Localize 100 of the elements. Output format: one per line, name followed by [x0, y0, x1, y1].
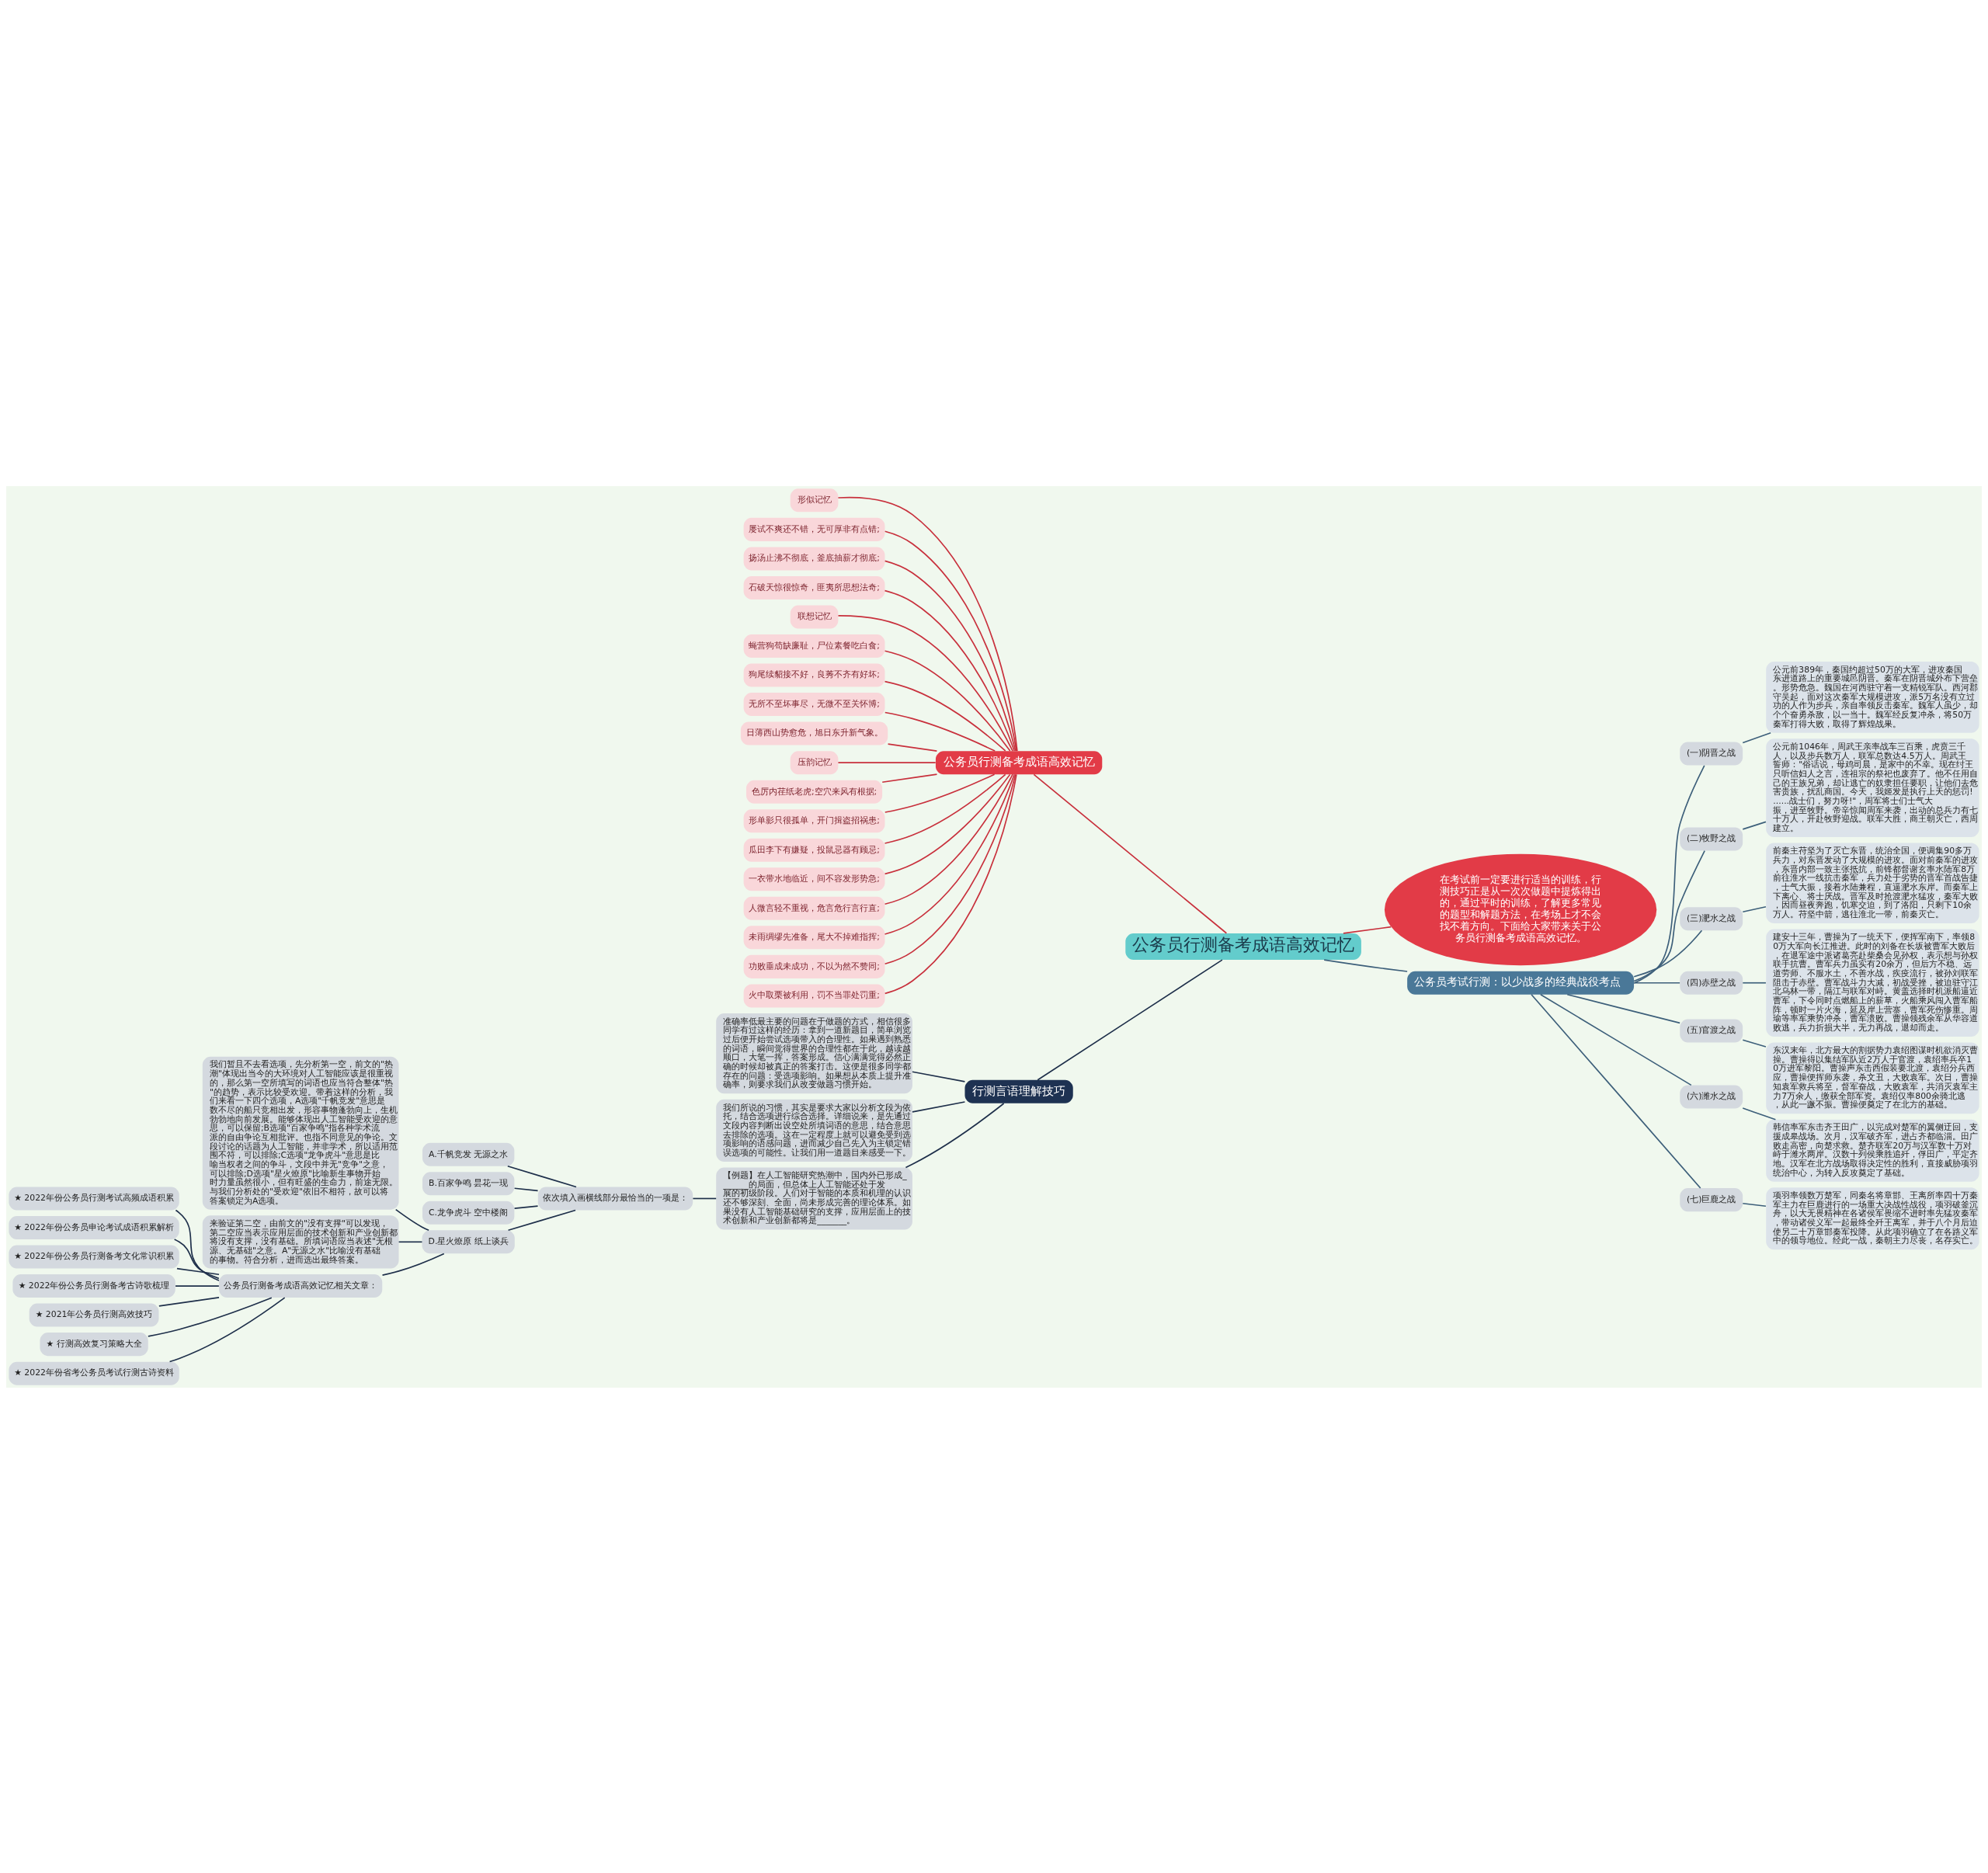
node-box: 人微言轻不重视，危言危行言行直; — [743, 896, 885, 920]
connector — [884, 680, 1006, 752]
node-box: 功败垂成未成功，不以为然不赞同; — [743, 954, 885, 978]
connector — [1343, 926, 1392, 934]
connector — [692, 1197, 717, 1199]
connector — [1742, 731, 1771, 743]
connector — [905, 1102, 1005, 1168]
node-box: (一)阴晋之战 — [1680, 741, 1743, 765]
connector — [1033, 773, 1228, 934]
node-box: 火中取栗被利用，罚不当罪处罚重; — [743, 983, 885, 1007]
connector — [1742, 905, 1767, 912]
connector — [1323, 958, 1408, 972]
connector — [1037, 958, 1223, 1081]
node-box: (七)巨鹿之战 — [1680, 1187, 1743, 1211]
connector — [884, 589, 1016, 752]
connector — [381, 1253, 445, 1276]
connector — [169, 1296, 286, 1362]
connector — [912, 1100, 966, 1113]
connector — [837, 761, 937, 763]
connector — [513, 1204, 539, 1209]
connector — [884, 649, 1011, 752]
node-ellipse: 在考试前一定要进行适当的训练，行测技巧正是从一次次做题中提炼得出的，通过平时的训练，了解更多常见的题型和解题方法，在考场上才不会找不着方向。下面给大家带来关于公务员行测备考成语高效记忆。 — [1384, 853, 1657, 965]
node-box: 韩信率军东击齐王田广，以完成对楚军的翼侧迂回，支援成皋战场。次月，汉军破齐军，进占齐都临淄。田广败走高密，向楚求救。楚齐联军20万与汉军数十万对峙于潍水两岸。汉数十列侯乘胜追歼，俘田广，平定齐地。汉军在北方战场取得决定性的胜利，直接威胁项羽统治中心，为转入反攻奠定了基础。 — [1766, 1119, 1979, 1182]
node-box: 公元前1046年，周武王亲率战车三百乘，虎贲三千人，以及步兵数万人，联军总数达4.5万人。周武王誓师："俗话说，母鸡司晨，是家中的不幸。现在纣王只听信妇人之言，连祖宗的祭祀也废弃了。他不任用自己的王族兄弟，却让逃亡的奴隶担任要职，让他们去危害贵族，扰乱商国。今天，我姬发是执行上天的惩罚!......战士们，努力呀!"，周军将士们士气大振，进至牧野。帝辛惊闻周军来袭，出动的总兵力有七十万人，开赴牧野迎战。联军大胜，商王朝灭亡，西周建立。 — [1766, 738, 1979, 837]
node-box: ★ 行测高效复习策略大全 — [40, 1332, 148, 1356]
connector — [884, 773, 1013, 905]
node-box: 来验证第二空，由前文的"没有支撑"可以发现，第二空应当表示应用层面的技术创新和产业创新都将没有支撑，没有基础。所填词语应当表述"无根源、无基础"之意。A"无源之水"比喻没有基础的事物。符合分析，进而选出最终答案。 — [202, 1214, 399, 1269]
connector — [837, 614, 1013, 752]
node-box: 压韵记忆 — [790, 750, 839, 774]
connector — [1540, 993, 1692, 1086]
node-box: 色厉内荏纸老虎;空穴来风有根据; — [746, 780, 883, 804]
node-box: 前秦主苻坚为了灭亡东晋，统治全国，便调集90多万兵力，对东晋发动了大规模的进攻。面对前秦军的进攻，东晋内部一致主张抵抗，前锋都督谢玄率水陆军8万前往淮水一线抗击秦军，兵力处于劣势的晋军首战告捷，士气大振，接着水陆兼程，直逼淝水东岸。而秦军上下离心、将士厌战。晋军及时抢渡淝水猛攻，秦军大败，因而昼夜奔跑，饥寒交迫，到了洛阳，只剩下10余万人。苻坚中箭，逃往淮北一带，前秦灭亡。 — [1766, 843, 1979, 923]
node-box: 我们暂且不去看选项，先分析第一空，前文的"热潮"体现出当今的大环境对人工智能应该是很重视的，那么第一空所填写的词语也应当符合整体"热"的趋势，表示比较受欢迎。带着这样的分析，我们来看一下四个选项，A选项"千帆竞发"意思是数不尽的船只竞相出发，形容事物蓬勃向上，生机勃勃地向前发展。能够体现出人工智能受欢迎的意思，可以保留;B选项"百家争鸣"指各种学术流派的自由争论互相批评。也指不同意见的争论。文段讨论的话题为人工智能，并非学术，所以适用范围不符，可以排除;C选项"龙争虎斗"意思是比喻当权者之间的争斗，文段中并无"竞争"之意，可以排除;D选项"星火燎原"比喻新生事物开始时力量虽然很小，但有旺盛的生命力，前途无限。与我们分析处的"受欢迎"依旧不相符，故可以将答案锁定为A选项。 — [202, 1056, 399, 1210]
node-box: 建安十三年，曹操为了一统天下，便挥军南下，率领80万大军向长江推进。此时的刘备在长坂被曹军大败后，在退军途中派诸葛亮赴柴桑会见孙权，表示想与孙权联手抗曹。曹军兵力虽实有20余万，但后方不稳、远道劳师、不服水土，不善水战，疾疫流行，被孙刘联军阻击于赤壁。曹军战斗力大减，初战受挫，被迫驻守江北乌林一带，隔江与联军对峙。黄盖选择时机派船逼近曹军，下令同时点燃船上的薪草，火船乘风闯入曹军船阵，顿时一片火海，延及岸上营寨，曹军死伤惨重。周瑜等率军乘势冲杀，曹军溃败。曹操领残余军从华容道败逃，兵力折损大半，无力再战，退却而走。 — [1766, 929, 1979, 1037]
connector — [1742, 1202, 1767, 1207]
node-box: 无所不至坏事尽，无微不至关怀博; — [743, 692, 885, 716]
node-box: 行测言语理解技巧 — [964, 1079, 1073, 1103]
connector — [1531, 993, 1701, 1189]
node-box: 日薄西山势愈危，旭日东升新气象。 — [740, 721, 888, 745]
node-box: 公元前389年，秦国约超过50万的大军，进攻秦国东进道路上的重要城邑阴晋。秦军在阴晋城外布下营垒。形势危急。魏国在河西驻守着一支精锐军队。西河郡守吴起，面对这次秦军大规模进攻，派5万名没有立过功的人作为步兵，亲自率领反击秦军。魏军人虽少，却个个奋勇杀敌，以一当十。魏军经反复冲杀，将50万秦军打得大败，取得了辉煌战果。 — [1766, 661, 1979, 733]
connector — [887, 742, 938, 752]
connector — [881, 773, 938, 783]
connector — [884, 773, 1006, 844]
connector — [175, 1284, 220, 1287]
node-box: 形单影只很孤单，开门揖盗招祸患; — [743, 808, 885, 832]
connector — [175, 1209, 220, 1281]
node-box: ★ 2021年公务员行测高效技巧 — [29, 1303, 159, 1327]
connector — [884, 773, 1016, 935]
connector — [147, 1296, 273, 1337]
connector — [158, 1296, 220, 1307]
node-box: ★ 2022年份公务员行测考试高频成语积累 — [9, 1186, 179, 1210]
node-box: (二)牧野之战 — [1680, 827, 1743, 851]
node-box: 公务员考试行测：以少战多的经典战役考点 — [1407, 971, 1635, 995]
connector — [1742, 1107, 1777, 1120]
connector — [884, 711, 996, 752]
connector — [394, 1208, 429, 1231]
node-box: (四)赤壁之战 — [1680, 971, 1743, 995]
node-box: 狗尾续貂接不好，良莠不齐有好坏; — [743, 663, 885, 687]
connector — [1633, 764, 1705, 984]
connector — [884, 773, 996, 813]
connector — [398, 1241, 423, 1242]
node-box: (五)官渡之战 — [1680, 1018, 1743, 1042]
node-box: 联想记忆 — [790, 604, 839, 628]
connector — [1742, 982, 1767, 984]
connector — [173, 1238, 220, 1279]
node-box: 一衣带水地临近，间不容发形势急; — [743, 867, 885, 891]
connector — [1566, 993, 1680, 1023]
node-box: ★ 2022年份公务员行测备考文化常识积累 — [9, 1245, 179, 1269]
node-box: 项羽率领数万楚军，同秦名将章邯、王离所率四十万秦军主力在巨鹿进行的一场重大决战性战役，项羽破釜沉舟，以大无畏精神在各诸侯军畏缩不进时率先猛攻秦军，带动诸侯义军一起最终全歼王离军，并于八个月后迫使另二十万章邯秦军投降。从此项羽确立了在各路义军中的领导地位。经此一战，秦朝主力尽丧，名存实亡。 — [1766, 1187, 1979, 1249]
node-box: B.百家争鸣 昙花一现 — [422, 1171, 515, 1195]
connector — [1742, 821, 1767, 830]
connector — [506, 1165, 577, 1187]
node-box: 石破天惊很惊奇，匪夷所思想法奇; — [743, 575, 885, 599]
connector — [1742, 1038, 1767, 1048]
connector — [1633, 982, 1680, 984]
connector — [912, 1070, 966, 1082]
connector — [1633, 850, 1705, 982]
node-box: 准确率低最主要的问题在于做题的方式，相信很多同学有过这样的经历：拿到一道新题目，简单浏览过后便开始尝试选项带入的合理性。如果遇到熟悉的词语，瞬间觉得世界的合理性都在于此，越读越顺口，大笔一挥，答案形成。信心满满觉得必然正确的时候却被真正的答案打击。这便是很多同学都存在的问题：受选项影响。如果想从本质上提升准确率，则要求我们从改变做题习惯开始。 — [716, 1013, 912, 1093]
connector — [1633, 930, 1703, 978]
connector — [507, 1209, 576, 1231]
node-box: 屡试不爽还不错，无可厚非有点错; — [743, 517, 885, 541]
node-box: 东汉末年，北方最大的割据势力袁绍图谋时机欲消灭曹操。曹操得以集结军队近2万人于官渡，袁绍率兵卒10万进军黎阳。曹操声东击西假装要北渡，袁绍分兵西应，曹操便挥师东袭，杀文丑，大败袁军。次日，曹操知袁军救兵将至，督军奋战，大败袁军，共消灭袁军主力7万余人，缴获全部军资。袁绍仅率800余骑北逃，从此一蹶不振。曹操便奠定了在北方的基础。 — [1766, 1041, 1979, 1114]
node-box: ★ 2022年份公务员申论考试成语积累解析 — [9, 1215, 179, 1239]
node-box: 【例题】在人工智能研究热潮中，国内外已形成_______的局面，但总体上人工智能还处于发展的初级阶段。人们对于智能的本质和机理的认识还不够深刻、全面，尚未形成完善的理论体系。如果没有人工智能基础研究的支撑，应用层面上的技术创新和产业创新都将是_______。 — [716, 1166, 912, 1229]
connector — [837, 496, 1018, 752]
node-box: (三)淝水之战 — [1680, 906, 1743, 930]
connector — [884, 773, 1011, 874]
node-box: 公务员行测备考成语高效记忆 — [1125, 933, 1361, 960]
node-box: 公务员行测备考成语高效记忆相关文章： — [219, 1274, 383, 1298]
node-box: 蝇营狗苟缺廉耻，尸位素餐吃白食; — [743, 634, 885, 658]
node-box: ★ 2022年份省考公务员考试行测古诗资料 — [9, 1361, 179, 1385]
node-box: D.星火燎原 纸上谈兵 — [422, 1229, 515, 1253]
node-box: (六)潍水之战 — [1680, 1085, 1743, 1108]
node-box: 瓜田李下有嫌疑，投鼠忌器有顾忌; — [743, 838, 885, 862]
node-box: 形似记忆 — [790, 488, 839, 512]
node-box: 公务员行测备考成语高效记忆 — [935, 750, 1103, 774]
node-box: 扬汤止沸不彻底，釜底抽薪才彻底; — [743, 546, 885, 570]
node-box: C.龙争虎斗 空中楼阁 — [422, 1201, 515, 1225]
node-box: A.千帆竞发 无源之水 — [422, 1142, 515, 1166]
node-box: 依次填入画横线部分最恰当的一项是： — [537, 1186, 693, 1210]
